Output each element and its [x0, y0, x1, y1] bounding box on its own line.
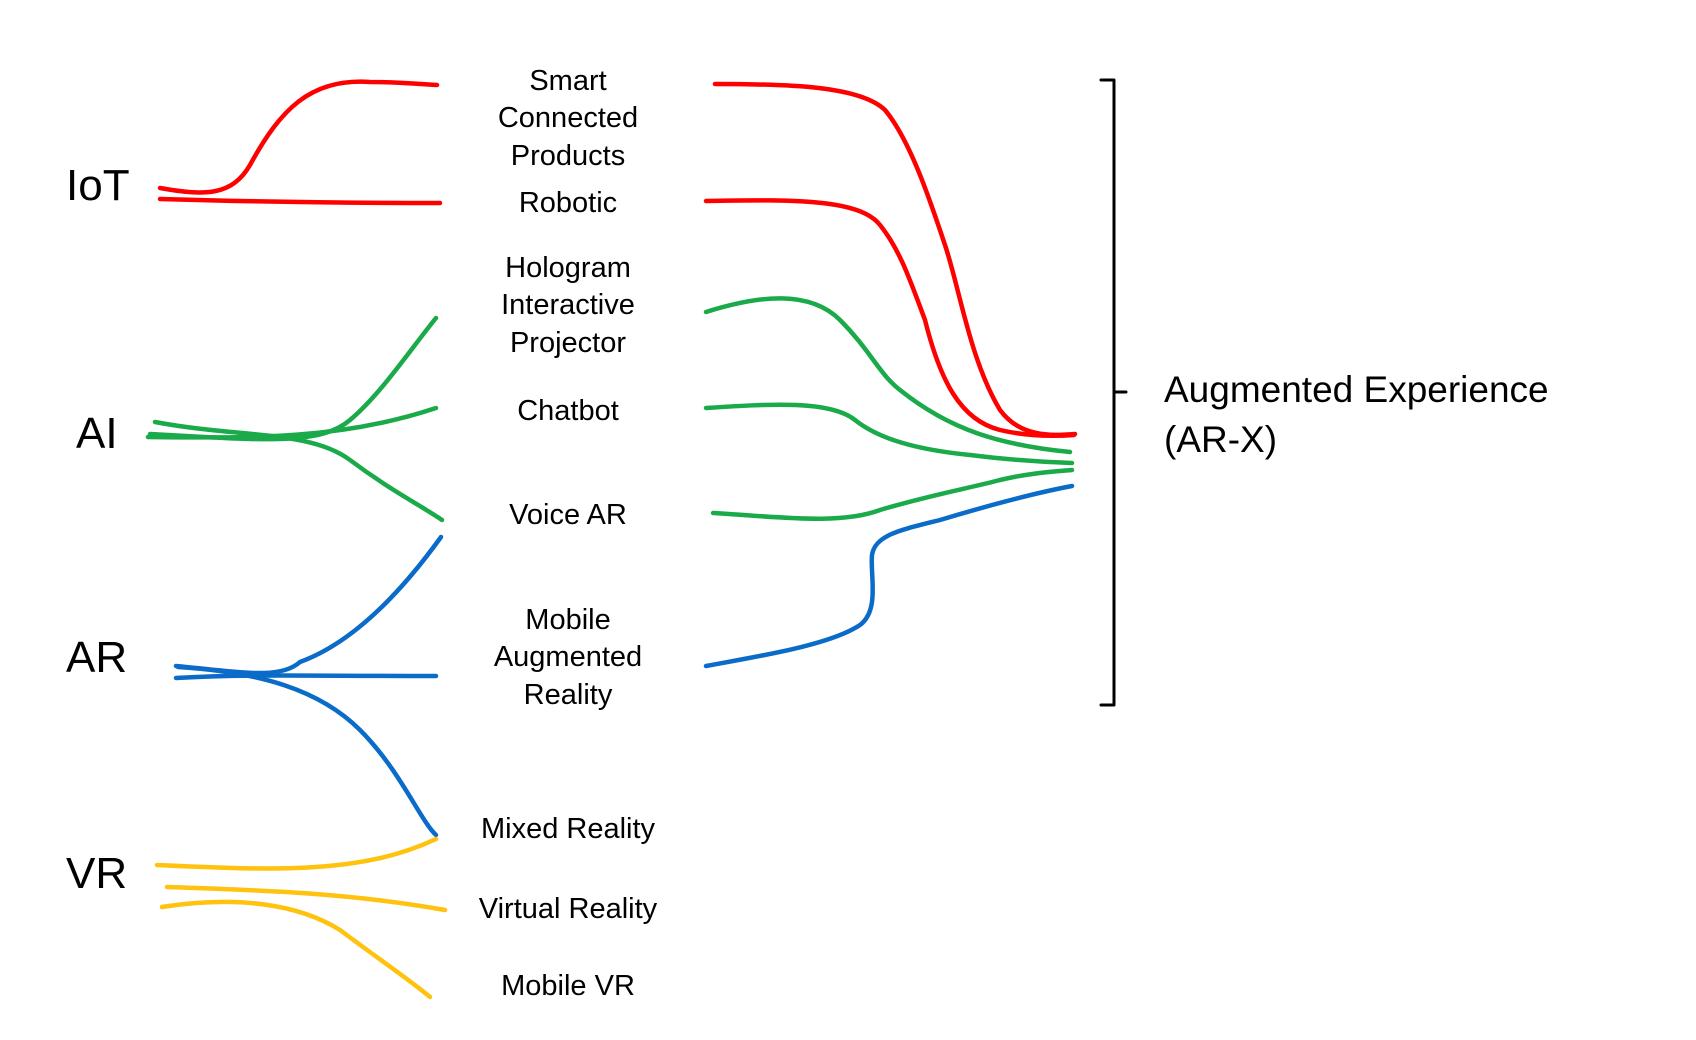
ar-to-mixed-reality-curve [175, 664, 439, 838]
smart-connected-products-to-arx-curve [712, 81, 1078, 438]
iot-connectors [157, 79, 443, 206]
ar-to-mobile-augmented-reality-curve [173, 673, 439, 681]
tech-label-mixed-reality: Mixed Reality [481, 813, 656, 845]
tech-label-line: Interactive [501, 289, 635, 321]
tech-label-hologram-interactive-projector: Hologram Interactive Projector [501, 252, 635, 359]
convergence-connectors [703, 81, 1078, 669]
mobile-augmented-reality-to-arx-curve [703, 483, 1075, 669]
robotic-to-arx-curve [703, 198, 1077, 438]
source-label-ar: AR [66, 633, 127, 682]
ai-to-chatbot-curve [145, 405, 439, 440]
tech-label-line: Connected [498, 102, 638, 134]
tech-label-line: Hologram [505, 252, 631, 284]
tech-label-line: Augmented [494, 641, 642, 673]
tech-label-mobile-vr: Mobile VR [501, 970, 635, 1002]
result-label-line: (AR-X) [1164, 419, 1277, 460]
chatbot-to-arx-curve [703, 402, 1075, 466]
source-label-vr: VR [66, 849, 127, 898]
tech-label-voice-ar: Voice AR [509, 499, 627, 531]
vr-connectors [154, 836, 448, 1000]
vr-to-mixed-reality-curve [154, 836, 439, 871]
result-label-line: Augmented Experience [1164, 369, 1549, 410]
result-label-augmented-experience: Augmented Experience (AR-X) [1164, 369, 1549, 460]
tech-label-smart-connected-products: Smart Connected Products [498, 65, 638, 172]
grouping-bracket [1099, 78, 1128, 707]
ar-to-voice-ar-curve [173, 534, 444, 676]
voice-ar-to-arx-curve [710, 467, 1075, 521]
ar-connectors [173, 534, 444, 838]
iot-to-smart-connected-products-curve [157, 79, 440, 195]
source-label-iot: IoT [66, 161, 130, 210]
vr-to-mobile-vr-curve [159, 899, 433, 1000]
tech-label-line: Projector [510, 327, 626, 359]
source-label-ai: AI [76, 409, 118, 458]
tech-label-robotic: Robotic [519, 187, 617, 219]
tech-label-line: Products [511, 140, 625, 172]
tech-label-line: Mobile [525, 604, 610, 636]
tech-label-line: Reality [524, 679, 613, 711]
iot-to-robotic-curve [157, 196, 443, 206]
tech-label-mobile-augmented-reality: Mobile Augmented Reality [494, 604, 642, 711]
tech-label-line: Smart [529, 65, 606, 97]
ai-to-voice-ar-curve [152, 419, 445, 523]
hologram-to-arx-curve [703, 296, 1073, 455]
tech-label-virtual-reality: Virtual Reality [479, 893, 658, 925]
vr-to-virtual-reality-curve [164, 884, 448, 913]
ai-connectors [145, 315, 445, 523]
tech-label-chatbot: Chatbot [517, 395, 619, 427]
